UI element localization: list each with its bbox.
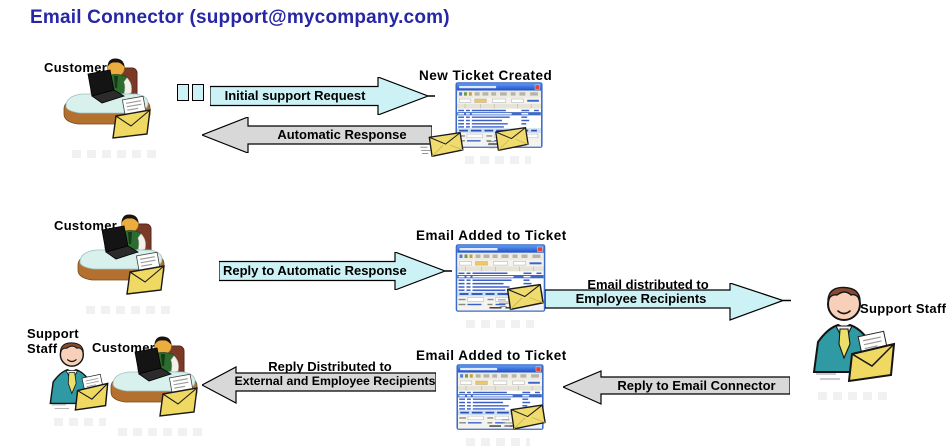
employee-recipients-arrow: Employee Recipients bbox=[545, 283, 793, 321]
envelope-icon bbox=[487, 125, 529, 153]
automatic-response-arrow: Automatic Response bbox=[202, 117, 432, 153]
customer-figure-icon bbox=[58, 56, 158, 146]
support-staff-label-line2: Staff bbox=[27, 341, 58, 356]
customer-figure-icon bbox=[105, 334, 205, 424]
email-added-to-ticket-label-1: Email Added to Ticket bbox=[416, 228, 567, 243]
email-added-to-ticket-label-2: Email Added to Ticket bbox=[416, 348, 567, 363]
customer-label-1: Customer bbox=[44, 60, 108, 75]
employee-recipients-arrow-label: Employee Recipients bbox=[575, 291, 707, 306]
support-staff-figure-icon bbox=[808, 284, 900, 389]
reply-to-email-connector-arrow: Reply to Email Connector bbox=[563, 369, 790, 405]
support-staff-label: Support Staff bbox=[860, 301, 947, 316]
reflection bbox=[465, 156, 531, 164]
customer-label-2: Customer bbox=[54, 218, 118, 233]
external-employee-recipients-arrow-label: External and Employee Recipients bbox=[234, 374, 436, 388]
reflection bbox=[72, 150, 160, 158]
new-ticket-created-label: New Ticket Created bbox=[419, 68, 553, 83]
reply-distributed-to-label: Reply Distributed to bbox=[268, 359, 392, 374]
automatic-response-arrow-label: Automatic Response bbox=[277, 127, 407, 142]
support-staff-label-line1: Support bbox=[27, 326, 79, 341]
support-staff-label-2: Support Staff bbox=[27, 326, 79, 356]
message-fragment-square bbox=[177, 84, 189, 101]
envelope-icon bbox=[502, 402, 546, 432]
reply-to-automatic-response-arrow-label: Reply to Automatic Response bbox=[223, 263, 407, 278]
reply-to-email-connector-arrow-label: Reply to Email Connector bbox=[617, 378, 776, 393]
reflection bbox=[54, 418, 106, 426]
customer-figure-icon bbox=[72, 212, 172, 302]
reflection bbox=[818, 392, 890, 400]
reply-to-automatic-response-arrow: Reply to Automatic Response bbox=[219, 252, 452, 290]
envelope-icon bbox=[419, 130, 465, 159]
email-distributed-to-label: Email distributed to bbox=[587, 277, 709, 292]
reflection bbox=[118, 428, 206, 436]
reflection bbox=[466, 320, 534, 328]
page-title: Email Connector (support@mycompany.com) bbox=[30, 7, 450, 28]
external-employee-recipients-arrow: External and Employee Recipients bbox=[202, 366, 436, 404]
reflection bbox=[86, 306, 174, 314]
reflection bbox=[466, 438, 530, 446]
initial-support-request-arrow-label: Initial support Request bbox=[224, 88, 366, 103]
initial-support-request-arrow: Initial support Request bbox=[210, 77, 435, 115]
envelope-icon bbox=[498, 281, 544, 313]
message-fragment-square bbox=[192, 84, 204, 101]
